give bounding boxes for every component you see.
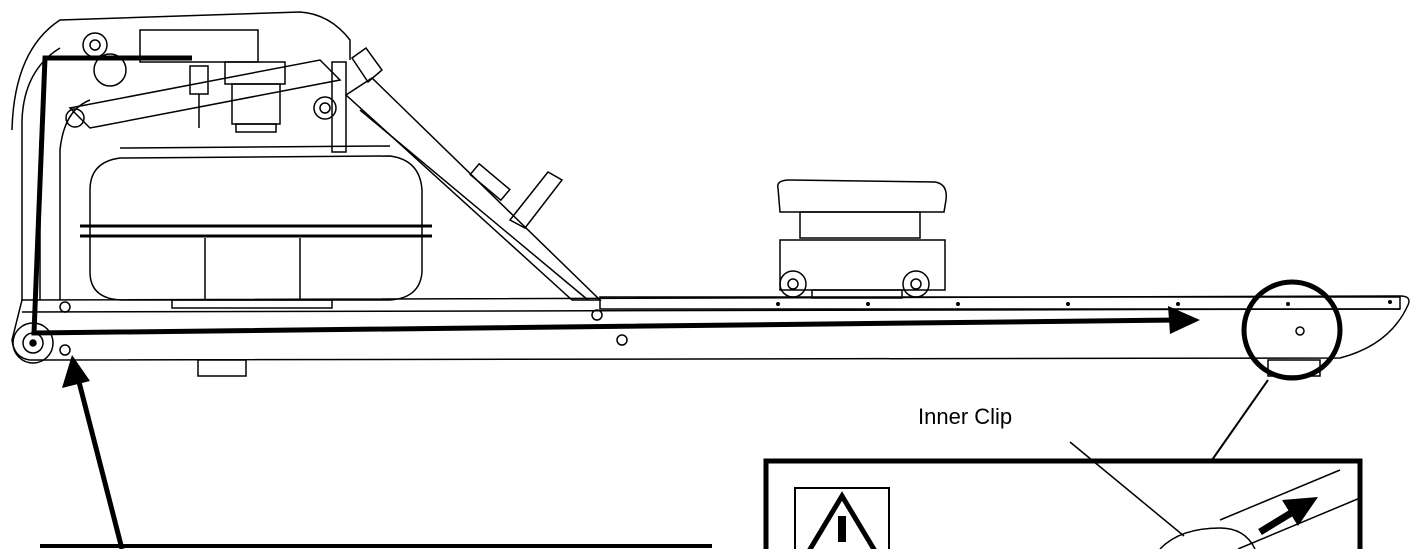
seat-track	[599, 296, 1401, 310]
detail-box	[763, 458, 1363, 549]
inner-clip-label: Inner Clip	[918, 404, 1013, 429]
clip-detail	[1159, 469, 1361, 549]
water-tank	[89, 155, 423, 301]
rower-line-drawing	[11, 11, 1410, 377]
strap-path-arrow	[31, 55, 1181, 336]
main-rail	[11, 295, 1410, 361]
warning-triangle-icon	[794, 487, 890, 549]
seat	[777, 179, 948, 299]
inner-clip-leader	[1069, 441, 1185, 537]
right-arrowhead	[1168, 306, 1200, 334]
up-arrowhead	[62, 355, 90, 388]
clip-arrowhead	[1282, 497, 1318, 526]
callout-circle	[1241, 279, 1343, 381]
